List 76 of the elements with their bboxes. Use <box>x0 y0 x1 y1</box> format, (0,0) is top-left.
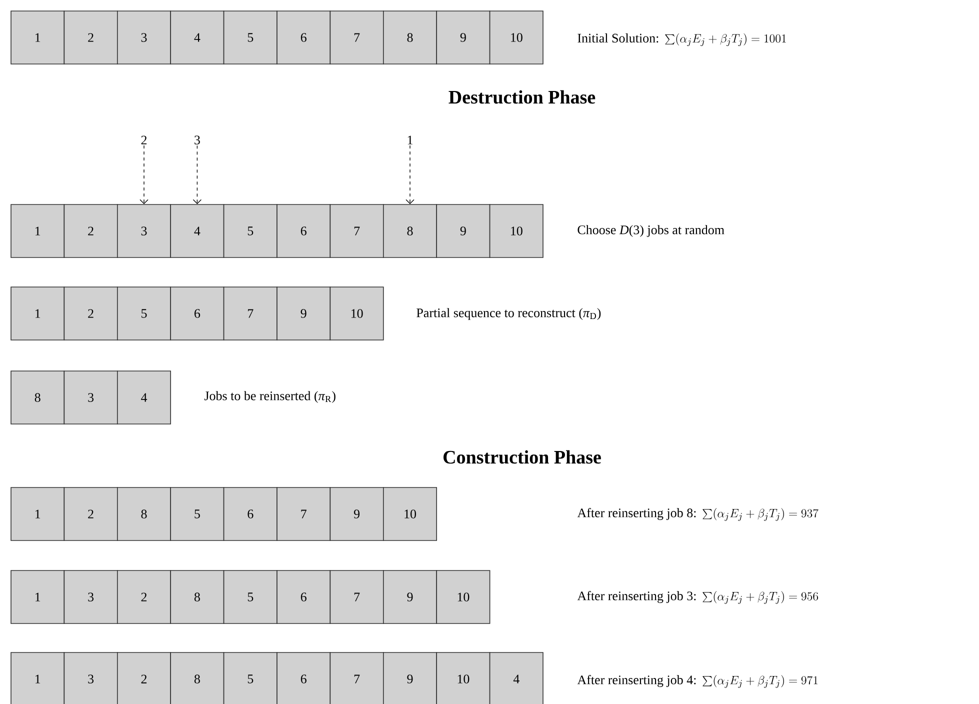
sequence-cell: 3 <box>117 204 171 258</box>
sequence-cell: 5 <box>223 10 278 64</box>
sequence-cell: 8 <box>10 370 65 424</box>
annotation-text: Jobs to be reinserted (π$_{R}$) <box>204 391 336 403</box>
sequence-cell: 6 <box>223 487 278 541</box>
sequence-cell: 9 <box>276 286 331 340</box>
sequence-cell: 1 <box>10 286 65 340</box>
annotation-text: After reinserting job 8: <box>577 508 696 520</box>
sequence-cell: 10 <box>489 204 544 258</box>
sequence-cell: 2 <box>117 652 171 704</box>
sequence-cell: 3 <box>64 652 118 704</box>
annotation-text: Partial sequence to reconstruct (π$_{D}$) <box>416 308 601 320</box>
annotation-text: Initial Solution: <box>578 33 658 43</box>
phase-heading: Destruction Phase <box>448 90 596 104</box>
sequence-cell: 6 <box>276 570 331 624</box>
sequence-cell: 10 <box>383 487 437 541</box>
sequence-cell: 5 <box>223 570 278 624</box>
sequence-cell: 4 <box>489 652 544 704</box>
sequence-cell: 4 <box>170 204 224 258</box>
sequence-cell: 8 <box>170 652 224 704</box>
annotation-text: After reinserting job 3: <box>577 591 696 603</box>
sequence-cell: 5 <box>170 487 224 541</box>
sequence-cell: 2 <box>64 487 118 541</box>
sequence-cell: 9 <box>436 10 490 64</box>
sequence-cell: 10 <box>330 286 384 340</box>
cost-formula: $\sum(\alpha_j E_j + \beta_j T_j) = 956$ <box>702 591 818 604</box>
cost-formula: $\sum(\alpha_j E_j + \beta_j T_j) = 971$ <box>702 675 818 688</box>
sequence-cell: 3 <box>64 370 118 424</box>
sequence-cell: 5 <box>223 652 278 704</box>
sequence-cell: 8 <box>117 487 171 541</box>
sequence-cell: 1 <box>10 204 65 258</box>
sequence-cell: 1 <box>10 570 65 624</box>
sequence-cell: 5 <box>223 204 278 258</box>
sequence-cell: 7 <box>330 652 384 704</box>
sequence-cell: 5 <box>117 286 171 340</box>
cost-formula: $\sum(\alpha_j E_j + \beta_j T_j) = 1001$ <box>665 33 786 46</box>
sequence-cell: 6 <box>276 652 331 704</box>
sequence-cell: 6 <box>276 204 331 258</box>
sequence-cell: 7 <box>276 487 331 541</box>
arrow <box>192 145 202 204</box>
sequence-cell: 9 <box>436 204 490 258</box>
annotation-text: After reinserting job 4: <box>577 675 696 687</box>
sequence-cell: 8 <box>383 204 437 258</box>
sequence-cell: 10 <box>436 652 490 704</box>
position-number: 1 <box>408 136 412 144</box>
sequence-cell: 3 <box>64 570 118 624</box>
sequence-cell: 4 <box>117 370 171 424</box>
sequence-cell: 4 <box>170 10 224 64</box>
sequence-cell: 1 <box>10 10 65 64</box>
sequence-cell: 2 <box>64 286 118 340</box>
sequence-cell: 3 <box>117 10 171 64</box>
sequence-cell: 9 <box>383 652 437 704</box>
sequence-cell: 6 <box>170 286 224 340</box>
sequence-cell: 1 <box>10 487 65 541</box>
sequence-cell: 2 <box>64 10 118 64</box>
sequence-cell: 2 <box>64 204 118 258</box>
sequence-cell: 2 <box>117 570 171 624</box>
position-number: 2 <box>141 136 147 144</box>
phase-heading: Construction Phase <box>444 450 601 464</box>
sequence-cell: 7 <box>223 286 278 340</box>
sequence-cell: 8 <box>170 570 224 624</box>
annotation-text: Choose D(3) jobs at random <box>578 225 724 237</box>
arrow <box>406 145 414 204</box>
arrow <box>140 145 148 204</box>
sequence-cell: 10 <box>489 10 544 64</box>
sequence-cell: 7 <box>330 10 384 64</box>
sequence-cell: 9 <box>383 570 437 624</box>
sequence-cell: 10 <box>436 570 490 624</box>
sequence-cell: 6 <box>276 10 331 64</box>
sequence-cell: 1 <box>10 652 65 704</box>
sequence-cell: 7 <box>330 204 384 258</box>
sequence-cell: 8 <box>383 10 437 64</box>
position-number: 3 <box>194 136 200 144</box>
sequence-cell: 7 <box>330 570 384 624</box>
sequence-cell: 9 <box>330 487 384 541</box>
cost-formula: $\sum(\alpha_j E_j + \beta_j T_j) = 937$ <box>702 508 818 521</box>
